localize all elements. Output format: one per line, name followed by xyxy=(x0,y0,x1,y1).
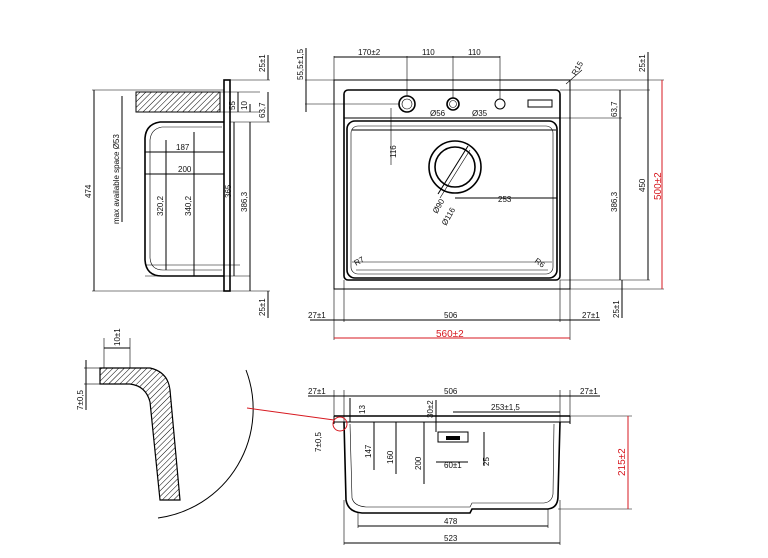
detail-dim-10: 10±1 xyxy=(113,328,122,346)
side-dim-365: 365 xyxy=(224,184,233,198)
top-view: 170±2 110 110 55,5±1,5 R15 25±1 63,7 386… xyxy=(296,48,664,340)
sec-dim-27-right: 27±1 xyxy=(580,387,598,396)
side-dim-340-2: 340,2 xyxy=(184,195,193,216)
dim-o90: Ø90 xyxy=(431,197,447,215)
section-view: 27±1 506 27±1 253±1,5 30±2 13 7±0,5 147 … xyxy=(308,387,632,545)
side-max-space: max available space Ø53 xyxy=(112,134,121,224)
dim-110-b: 110 xyxy=(468,48,481,57)
dim-170: 170±2 xyxy=(358,48,381,57)
tap-hole-56 xyxy=(398,95,416,113)
sec-dim-60: 60±1 xyxy=(444,461,462,470)
side-dim-200: 200 xyxy=(178,165,192,174)
sec-dim-200: 200 xyxy=(414,456,423,470)
section-drain xyxy=(437,431,469,443)
detail-leader xyxy=(246,407,335,421)
sec-dim-160: 160 xyxy=(386,450,395,464)
tap-hole-optional xyxy=(494,98,506,110)
detail-marker-circle xyxy=(332,416,348,432)
sec-dim-253: 253±1,5 xyxy=(491,403,520,412)
sec-dim-506: 506 xyxy=(444,387,458,396)
tap-hatch xyxy=(135,91,221,113)
dim-27-left: 27±1 xyxy=(308,311,326,320)
section-bowl-outer xyxy=(343,421,561,514)
detail-arc xyxy=(157,369,254,519)
side-dim-63-7: 63,7 xyxy=(258,102,267,118)
drain-outer xyxy=(428,140,482,194)
dim-r15: R15 xyxy=(570,59,585,77)
dim-110-a: 110 xyxy=(422,48,435,57)
dim-r7-left: R7 xyxy=(353,255,367,268)
dim-27-right: 27±1 xyxy=(582,311,600,320)
dim-25-bottom: 25±1 xyxy=(612,300,621,318)
bowl-outline xyxy=(346,120,558,279)
sec-dim-147: 147 xyxy=(364,444,373,458)
sec-dim-523: 523 xyxy=(444,534,458,543)
side-bowl-profile xyxy=(144,121,224,277)
top-deck-rim xyxy=(343,89,561,281)
sec-dim-30: 30±2 xyxy=(426,400,435,418)
detail-view: 7±0,5 10±1 xyxy=(76,328,335,519)
side-dim-474: 474 xyxy=(84,184,93,198)
dim-450: 450 xyxy=(638,178,647,192)
dim-560: 560±2 xyxy=(436,329,464,340)
side-view: 25±1 55 10 63,7 365 386,3 25±1 474 max a… xyxy=(84,54,270,318)
dim-116: 116 xyxy=(389,145,398,158)
side-dim-25-bottom: 25±1 xyxy=(258,298,267,316)
sec-dim-215: 215±2 xyxy=(617,448,628,476)
top-outer-edge xyxy=(333,79,571,290)
dim-o116: Ø116 xyxy=(440,206,458,227)
dim-500: 500±2 xyxy=(653,172,664,200)
dim-506: 506 xyxy=(444,311,458,320)
dim-r6: R6 xyxy=(533,256,547,270)
overflow-slot xyxy=(527,99,553,108)
sec-dim-13: 13 xyxy=(358,405,367,414)
dim-o35: Ø35 xyxy=(472,109,488,118)
side-dim-55: 55 xyxy=(228,101,237,110)
tap-hole-35 xyxy=(446,97,460,111)
side-dim-320-2: 320,2 xyxy=(156,195,165,216)
sec-dim-7: 7±0,5 xyxy=(314,431,323,452)
side-dim-187: 187 xyxy=(176,143,190,152)
sec-dim-27-left: 27±1 xyxy=(308,387,326,396)
sec-dim-25: 25 xyxy=(482,457,491,466)
drain-inner xyxy=(434,146,476,188)
side-dim-386-3: 386,3 xyxy=(240,191,249,212)
dim-253: 253 xyxy=(498,195,512,204)
dim-386-3: 386,3 xyxy=(610,191,619,212)
dim-63-7: 63,7 xyxy=(610,101,619,117)
dim-55-5: 55,5±1,5 xyxy=(296,48,305,80)
dim-25-top: 25±1 xyxy=(638,54,647,72)
side-dim-10: 10 xyxy=(240,101,249,110)
dim-o56: Ø56 xyxy=(430,109,446,118)
detail-dim-7: 7±0,5 xyxy=(76,389,85,410)
detail-section xyxy=(99,367,181,501)
sec-dim-478: 478 xyxy=(444,517,458,526)
side-dim-25-top: 25±1 xyxy=(258,54,267,72)
